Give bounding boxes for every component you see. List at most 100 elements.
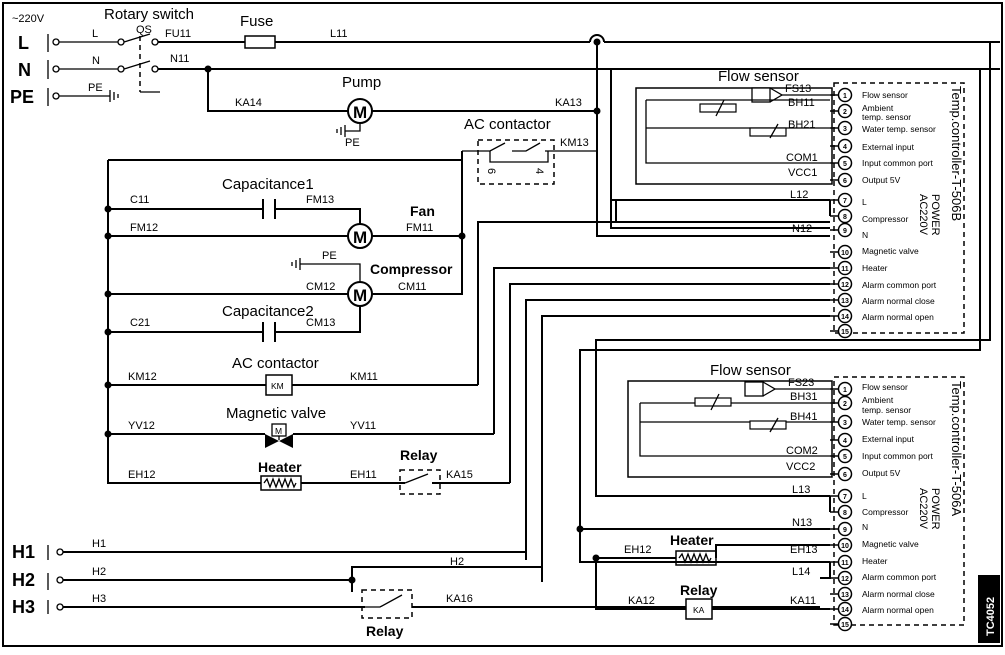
relay-bottom-title: Relay [366,623,404,639]
controller-b-terminal-number: 3 [843,126,847,133]
controller-b-port-14: Alarm normal open [862,312,934,322]
supply-voltage-label: ~220V [12,13,45,25]
wire-ka13-label: KA13 [555,97,582,109]
controller-a: Flow sensor FS23 BH31 BH41 COM2 VCC2 Flo… [627,362,965,632]
controller-b-terminal-15 [837,323,853,339]
controller-b-terminal-11 [837,260,853,276]
valve-box-label: M [275,426,282,436]
relay-a-box-label: KA [693,605,705,615]
controller-a-terminal-14 [837,601,853,617]
controller-a-terminal-11 [837,554,853,570]
fan: Fan M FM12 FM11 [108,203,462,249]
wire-l12-label: L12 [790,189,808,201]
controller-a-terminal-number: 7 [843,494,847,501]
contactor-top-pin4: 4 [533,168,545,174]
controller-a-terminal-4 [837,432,853,448]
contactor-top: AC contactor KM13 6 4 [462,116,597,185]
controller-a-terminal-6 [837,466,853,482]
controller-a-port-7: L [862,491,867,501]
controller-b-terminal-number: 2 [843,109,847,116]
controller-b-terminal-number: 9 [843,228,847,235]
wire-yv12-label: YV12 [128,420,155,432]
wire-n13-label: N13 [792,517,812,529]
controller-b-terminal-1 [837,87,853,103]
controller-b-port-11: Heater [862,263,888,273]
compressor-title: Compressor [370,261,453,277]
controller-a-terminal-number: 12 [841,576,849,583]
wire-h2-right-label: H2 [450,556,464,568]
controller-b-terminal-number: 15 [841,329,849,336]
controller-b-port-5: Input common port [862,158,934,168]
controller-a-terminal-1 [837,381,853,397]
controller-a-terminal-number: 8 [843,510,847,517]
supply-pe-label: PE [10,87,34,107]
pump: Pump M KA14 KA13 PE [207,69,597,149]
wire-l13-label: L13 [792,484,810,496]
controller-b-title: Temp.controller-T-506B [949,86,964,221]
controller-b-port-10: Magnetic valve [862,246,919,256]
controller-b-terminal-number: 8 [843,214,847,221]
controller-b: Flow sensor FS13 BH11 BH21 COM1 VCC1 Flo… [635,68,965,339]
capacitance2: Capacitance2 C21 CM13 [108,303,361,342]
wire-h2-label: H2 [92,566,106,578]
controller-a-port-9: N [862,522,868,532]
capacitance1: Capacitance1 C11 FM13 [108,176,361,224]
controller-a-port-11: Heater [862,556,888,566]
wire-vcc2-label: VCC2 [786,461,815,473]
contactor-mid: AC contactor KM KM12 KM11 [108,355,478,396]
h3-label: H3 [12,597,35,617]
wire-l11-label: L11 [330,28,348,40]
wire-fs23-label: FS23 [788,377,814,389]
wire-pe-label: PE [88,82,103,94]
controller-b-terminal-2 [837,103,853,119]
controller-b-terminal-13 [837,292,853,308]
relay-mid: Relay KA15 [399,447,473,495]
fuse-title: Fuse [240,13,273,30]
wire-fs13-label: FS13 [785,83,811,95]
controller-b-port-8: Compressor [862,214,908,224]
controller-b-terminal-9 [837,222,853,238]
controller-b-terminal-7 [837,192,853,208]
relay-bottom: Relay KA16 [361,589,473,639]
controller-a-port-0: Flow sensor [862,382,908,392]
wire-bh11-label: BH11 [788,97,815,109]
controller-a-terminal-number: 14 [841,607,849,614]
heater-left-title: Heater [258,459,302,475]
contactor-mid-box-label: KM [271,381,284,391]
rotary-switch-qs-label: QS [136,24,152,36]
controller-a-terminal-number: 1 [843,387,847,394]
contactor-top-pin6: 6 [485,168,497,174]
h1-label: H1 [12,542,35,562]
fan-title: Fan [410,203,435,219]
wire-fm13-label: FM13 [306,194,334,206]
h2-label: H2 [12,570,35,590]
controller-b-terminal-number: 13 [841,298,849,305]
heater-a: Heater EH12 EH13 [596,532,830,566]
controller-b-port-9: N [862,230,868,240]
controller-b-port-13: Alarm normal close [862,296,935,306]
compressor-motor-symbol: M [353,286,367,305]
controller-a-terminal-3 [837,414,853,430]
controller-b-terminal-number: 4 [843,144,847,151]
controller-a-power: POWER [929,488,941,530]
controller-a-title: Temp.controller-T-506A [949,381,964,516]
pump-title: Pump [342,74,381,91]
controller-b-port-3: Water temp. sensor [862,124,936,134]
wire-km12-label: KM12 [128,371,157,383]
wire-c21-label: C21 [130,317,150,329]
controller-a-terminal-10 [837,537,853,553]
wire-ka12-label: KA12 [628,595,655,607]
magnetic-valve: Magnetic valve M YV12 YV11 [108,405,494,448]
wire-ka16-label: KA16 [446,593,473,605]
controller-a-terminal-9 [837,521,853,537]
relay-a: Relay KA KA12 KA11 [595,558,830,620]
wire-com1-label: COM1 [786,152,818,164]
pump-motor-symbol: M [353,103,367,122]
controller-b-terminal-number: 1 [843,93,847,100]
controller-a-port-12: Alarm common port [862,572,937,582]
wire-c11-label: C11 [130,194,149,206]
cap1-title: Capacitance1 [222,176,314,193]
controller-b-terminal-10 [837,244,853,260]
controller-b-terminal-number: 6 [843,178,847,185]
